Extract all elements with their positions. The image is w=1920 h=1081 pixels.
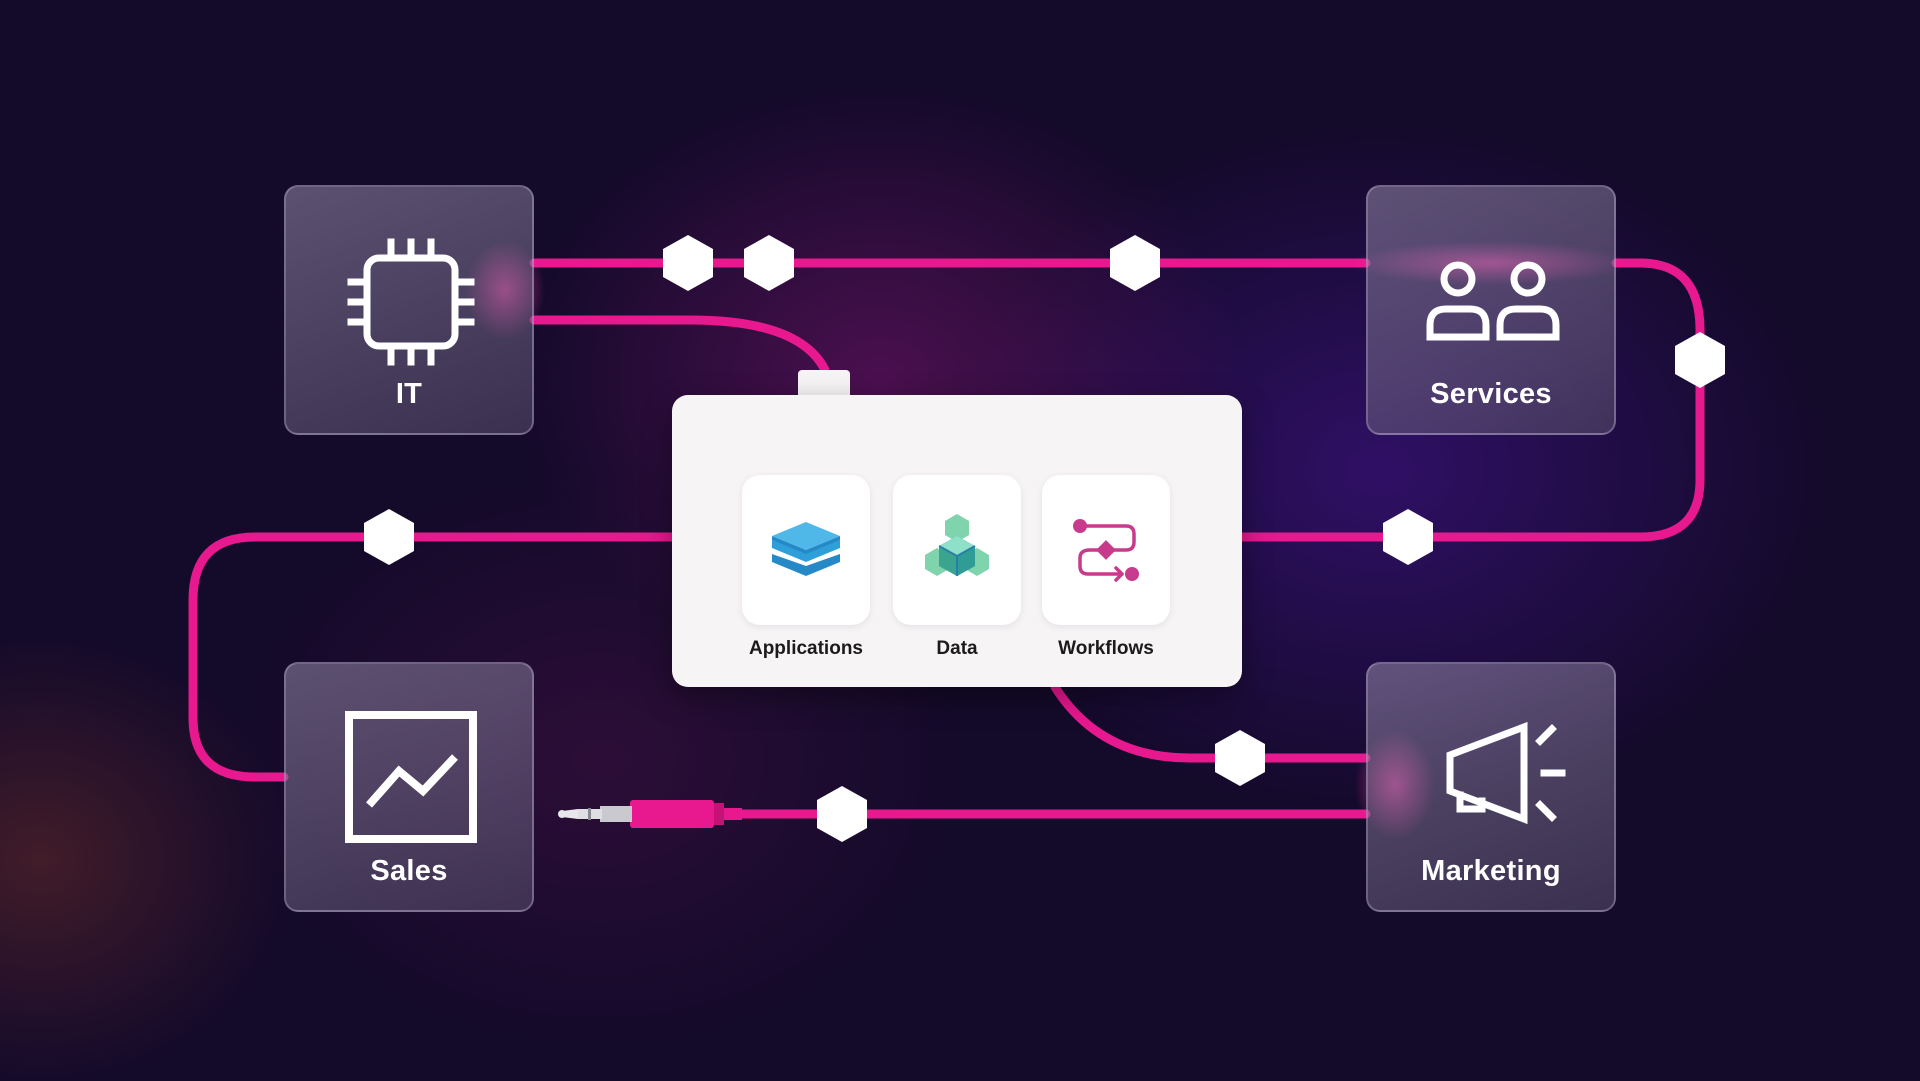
audio-jack-plug-icon: [558, 800, 742, 828]
workflows-tile-card: [1042, 475, 1170, 625]
hexagon-node-icon: [817, 786, 867, 842]
marketing-label: Marketing: [1421, 855, 1561, 887]
wire-hub-sales: [188, 532, 677, 782]
people-icon: [1426, 261, 1560, 341]
integration-hub-panel: Applications Data: [672, 395, 1242, 687]
hexagon-cube-icon: [925, 514, 989, 576]
hexagon-node-icon: [1383, 509, 1433, 565]
sales-card[interactable]: Sales: [284, 662, 534, 912]
workflows-tile[interactable]: Workflows: [1042, 475, 1170, 659]
applications-tile-card: [742, 475, 870, 625]
applications-label: Applications: [748, 638, 863, 659]
hexagon-node-icon: [744, 235, 794, 291]
data-tile[interactable]: Data: [893, 475, 1021, 659]
wire-it-hub: [529, 315, 830, 375]
services-label: Services: [1430, 378, 1552, 410]
hexagon-node-icon: [663, 235, 713, 291]
wire-hub-marketing: [1050, 682, 1371, 763]
layers-icon: [772, 522, 840, 576]
megaphone-icon: [1446, 721, 1566, 825]
applications-tile[interactable]: Applications: [742, 475, 870, 659]
workflows-label: Workflows: [1058, 638, 1154, 659]
hexagon-node-icon: [1110, 235, 1160, 291]
workflow-icon: [1073, 519, 1139, 582]
hexagon-node-icon: [364, 509, 414, 565]
data-tile-card: [893, 475, 1021, 625]
it-label: IT: [395, 378, 423, 410]
cpu-chip-icon: [347, 238, 475, 366]
line-chart-icon: [345, 711, 477, 843]
services-card[interactable]: Services: [1366, 185, 1616, 435]
marketing-card[interactable]: Marketing: [1366, 662, 1616, 912]
sales-label: Sales: [370, 855, 448, 887]
data-label: Data: [936, 638, 978, 659]
wire-services-hub: [1237, 258, 1705, 542]
hexagon-node-icon: [1675, 332, 1725, 388]
hexagon-node-icon: [1215, 730, 1265, 786]
it-card[interactable]: IT: [284, 185, 534, 435]
